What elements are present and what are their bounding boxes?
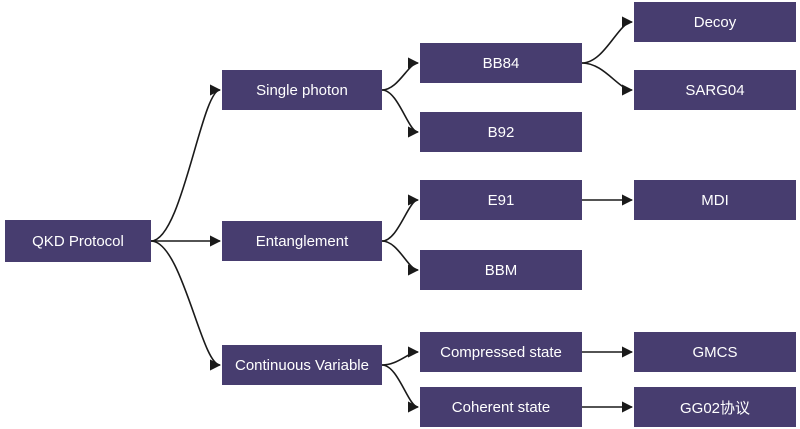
node-mdi: MDI [634,180,796,220]
node-decoy: Decoy [634,2,796,42]
node-gmcs: GMCS [634,332,796,372]
node-e91: E91 [420,180,582,220]
node-bb84: BB84 [420,43,582,83]
node-b92: B92 [420,112,582,152]
edge-bb84-to-decoy [581,16,634,64]
node-continuous-variable: Continuous Variable [222,345,382,385]
edge-bb84-to-sarg04 [581,62,634,96]
node-gg02: GG02协议 [634,387,796,427]
edge-qkd-to-single [150,84,222,242]
edge-single-to-bb84 [381,57,420,91]
node-entanglement: Entanglement [222,221,382,261]
node-single-photon: Single photon [222,70,382,110]
edge-cv-to-compressed [381,346,420,366]
edge-qkd-to-cv [150,240,222,371]
node-coherent-state: Coherent state [420,387,582,427]
node-qkd-protocol: QKD Protocol [5,220,151,262]
edge-entangle-to-bbm [381,240,420,276]
edge-cv-to-coherent [381,364,420,413]
node-sarg04: SARG04 [634,70,796,110]
edge-single-to-b92 [381,89,420,138]
edge-entangle-to-e91 [381,194,420,242]
node-compressed-state: Compressed state [420,332,582,372]
node-bbm: BBM [420,250,582,290]
